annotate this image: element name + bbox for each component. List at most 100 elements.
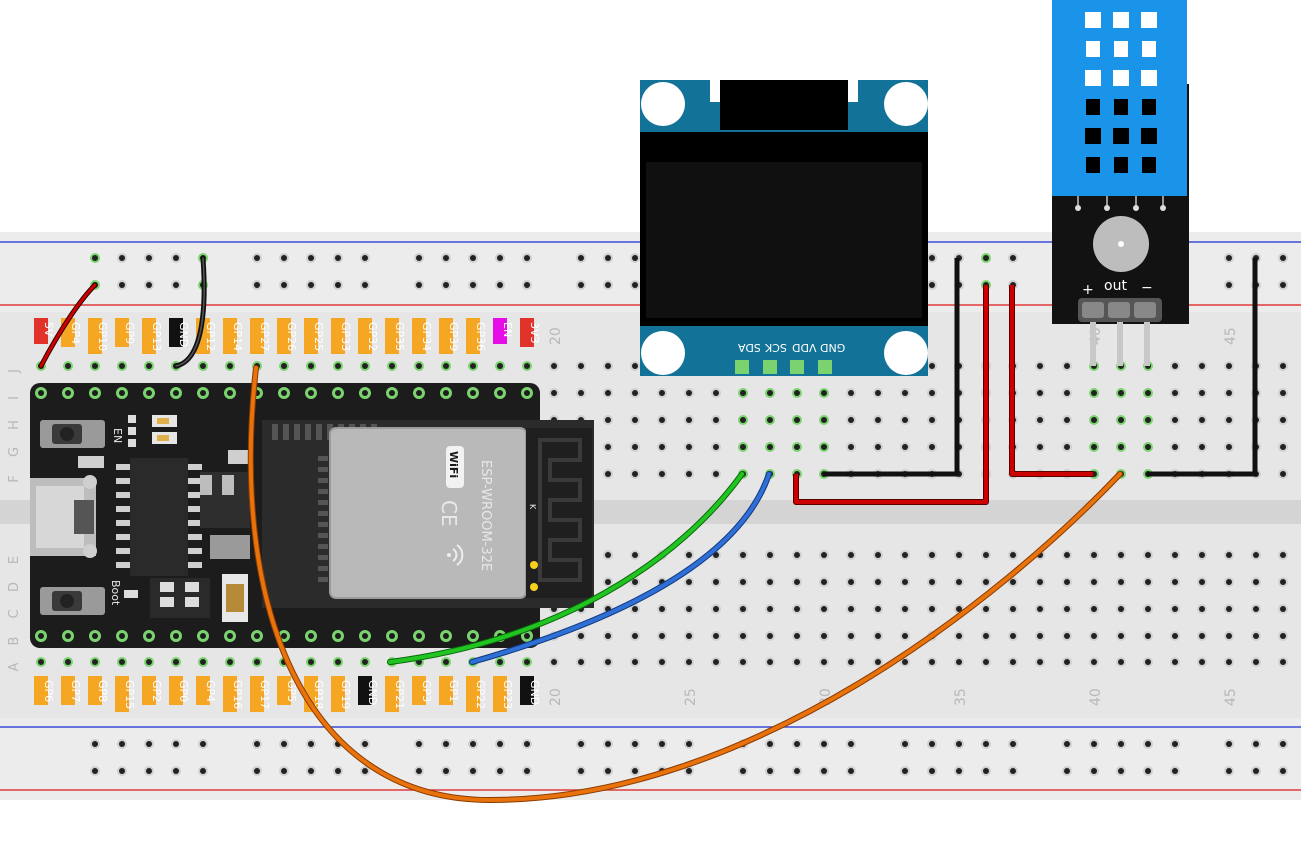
rail-hole-center xyxy=(443,255,449,261)
hole-center xyxy=(632,417,638,423)
hole-center xyxy=(1280,606,1286,612)
hole-center xyxy=(713,579,719,585)
esp32-pin-center xyxy=(38,633,44,639)
rail-hole-center xyxy=(92,255,98,261)
oled-gnd-wire[interactable] xyxy=(823,258,960,477)
rail-hole-center xyxy=(443,282,449,288)
pin-label-chip xyxy=(169,676,183,705)
hole-center xyxy=(1091,390,1097,396)
hole-center xyxy=(1118,579,1124,585)
esp32-pin-center xyxy=(497,390,503,396)
sensor-gnd-wire[interactable] xyxy=(1147,258,1258,477)
pin-label-text: GP4 xyxy=(204,680,217,702)
hole-center xyxy=(1199,417,1205,423)
hole-center xyxy=(1145,417,1151,423)
hole-center xyxy=(416,363,422,369)
rail-hole-center xyxy=(902,741,908,747)
hole-center xyxy=(821,552,827,558)
chip-leg xyxy=(188,548,202,554)
hole-center xyxy=(1226,552,1232,558)
oled-pin-sck: SCK xyxy=(764,341,787,354)
rail-hole-center xyxy=(524,255,530,261)
pin-label-text: GP1 xyxy=(447,680,460,702)
hole-center xyxy=(929,417,935,423)
hole-center xyxy=(848,633,854,639)
hole-center xyxy=(200,659,206,665)
hole-center xyxy=(740,579,746,585)
chip-leg xyxy=(116,562,130,568)
hole-center xyxy=(335,363,341,369)
pin-label-text: GP26 xyxy=(285,322,298,351)
hole-center xyxy=(929,363,935,369)
pin-label-chip xyxy=(304,318,318,354)
hole-center xyxy=(1226,606,1232,612)
hole-center xyxy=(1091,417,1097,423)
hole-center xyxy=(1064,363,1070,369)
hole-center xyxy=(821,606,827,612)
rail-hole-center xyxy=(1064,768,1070,774)
hole-center xyxy=(848,444,854,450)
oled-display: SDA SCK VDD GND xyxy=(640,80,928,376)
rail-hole-center xyxy=(281,768,287,774)
rail-hole-center xyxy=(1145,768,1151,774)
esp32-pin-center xyxy=(524,390,530,396)
hole-center xyxy=(794,390,800,396)
hole-center xyxy=(686,390,692,396)
rail-hole-center xyxy=(362,255,368,261)
pin-label-chip xyxy=(142,676,156,705)
row-letter: B xyxy=(7,637,22,646)
rail-hole-center xyxy=(146,741,152,747)
hole-center xyxy=(605,417,611,423)
wireless-icon xyxy=(447,544,464,566)
en-button[interactable] xyxy=(40,420,105,448)
pin-label-chip xyxy=(34,676,48,705)
hole-center xyxy=(686,659,692,665)
module-pad xyxy=(318,577,328,582)
hole-center xyxy=(1172,444,1178,450)
hole-center xyxy=(767,444,773,450)
pin-label-chip xyxy=(466,318,480,354)
hole-center xyxy=(767,417,773,423)
hole-center xyxy=(1226,363,1232,369)
chip-leg xyxy=(188,492,202,498)
pin-label-text: GP33 xyxy=(339,322,352,351)
sensor-grille-slot xyxy=(1113,128,1129,144)
pin-label-chip xyxy=(358,676,372,705)
hole-center xyxy=(659,417,665,423)
rail-hole-center xyxy=(1226,768,1232,774)
hole-center xyxy=(1280,471,1286,477)
hole-center xyxy=(1064,444,1070,450)
boot-button[interactable] xyxy=(40,587,105,615)
hole-center xyxy=(1037,363,1043,369)
hole-center xyxy=(902,390,908,396)
hole-center xyxy=(956,579,962,585)
hole-center xyxy=(902,633,908,639)
rail-hole-center xyxy=(1010,768,1016,774)
hole-center xyxy=(1037,659,1043,665)
rail-hole-center xyxy=(119,768,125,774)
esp32-pin-center xyxy=(416,633,422,639)
pin-label-text: GP17 xyxy=(258,680,271,709)
sensor-grille-slot xyxy=(1141,70,1157,86)
hole-center xyxy=(902,444,908,450)
hole-center xyxy=(713,390,719,396)
module-pad xyxy=(318,456,328,461)
hole-center xyxy=(848,659,854,665)
hole-center xyxy=(659,606,665,612)
sensor-grille-slot xyxy=(1113,12,1129,28)
chip-leg xyxy=(116,520,130,526)
hole-center xyxy=(1172,417,1178,423)
gnd-wire-shine xyxy=(175,257,205,367)
module-pad xyxy=(318,478,328,483)
pin-label-text: GP15 xyxy=(123,680,136,709)
hole-center xyxy=(929,606,935,612)
module-pad xyxy=(294,424,300,440)
dht-sensor-module: + out − xyxy=(1052,0,1189,366)
module-pad xyxy=(272,424,278,440)
hole-center xyxy=(740,552,746,558)
rail-hole-center xyxy=(254,741,260,747)
hole-center xyxy=(1118,390,1124,396)
hole-center xyxy=(173,659,179,665)
hole-center xyxy=(659,659,665,665)
